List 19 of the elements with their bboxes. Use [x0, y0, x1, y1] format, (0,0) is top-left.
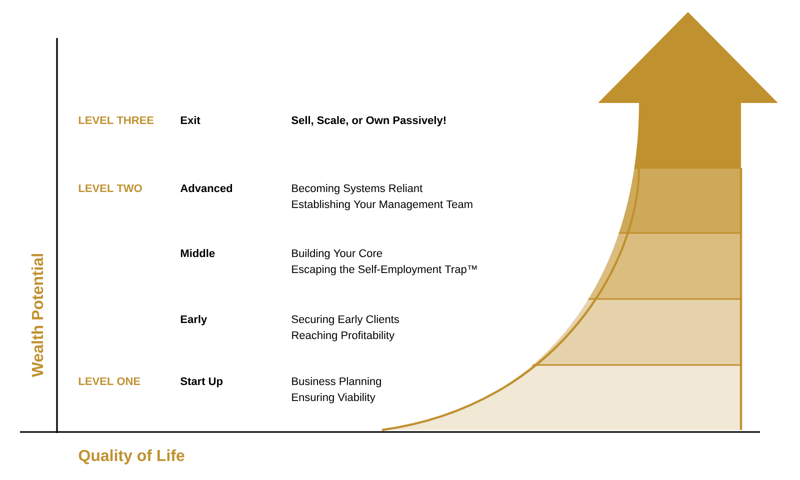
stage-description: Becoming Systems Reliant [292, 184, 423, 194]
stage-label: Advanced [180, 184, 232, 192]
stage-description: Securing Early Clients [292, 315, 399, 326]
stage-description: Building Your Core [292, 249, 382, 260]
stage-label: Early [180, 315, 208, 326]
axis-title: Wealth Potential [31, 254, 44, 378]
stage-label: Start Up [180, 377, 222, 388]
level-label: LEVEL ONE [78, 377, 140, 386]
stage-description: Sell, Scale, or Own Passively! [292, 116, 446, 126]
level-label: LEVEL TWO [78, 184, 142, 192]
stage-label: Exit [180, 116, 200, 124]
stage-description: Business Planning [292, 377, 381, 388]
stage-description: Reaching Profitability [292, 331, 394, 342]
stage-description: Establishing Your Management Team [292, 200, 472, 210]
axis-title: Quality of Life [78, 449, 184, 464]
stage-label: Middle [180, 249, 215, 258]
level-label: LEVEL THREE [78, 116, 154, 124]
stage-description: Escaping the Self-Employment Trap™ [292, 265, 477, 276]
stage-description: Ensuring Viability [292, 393, 376, 404]
